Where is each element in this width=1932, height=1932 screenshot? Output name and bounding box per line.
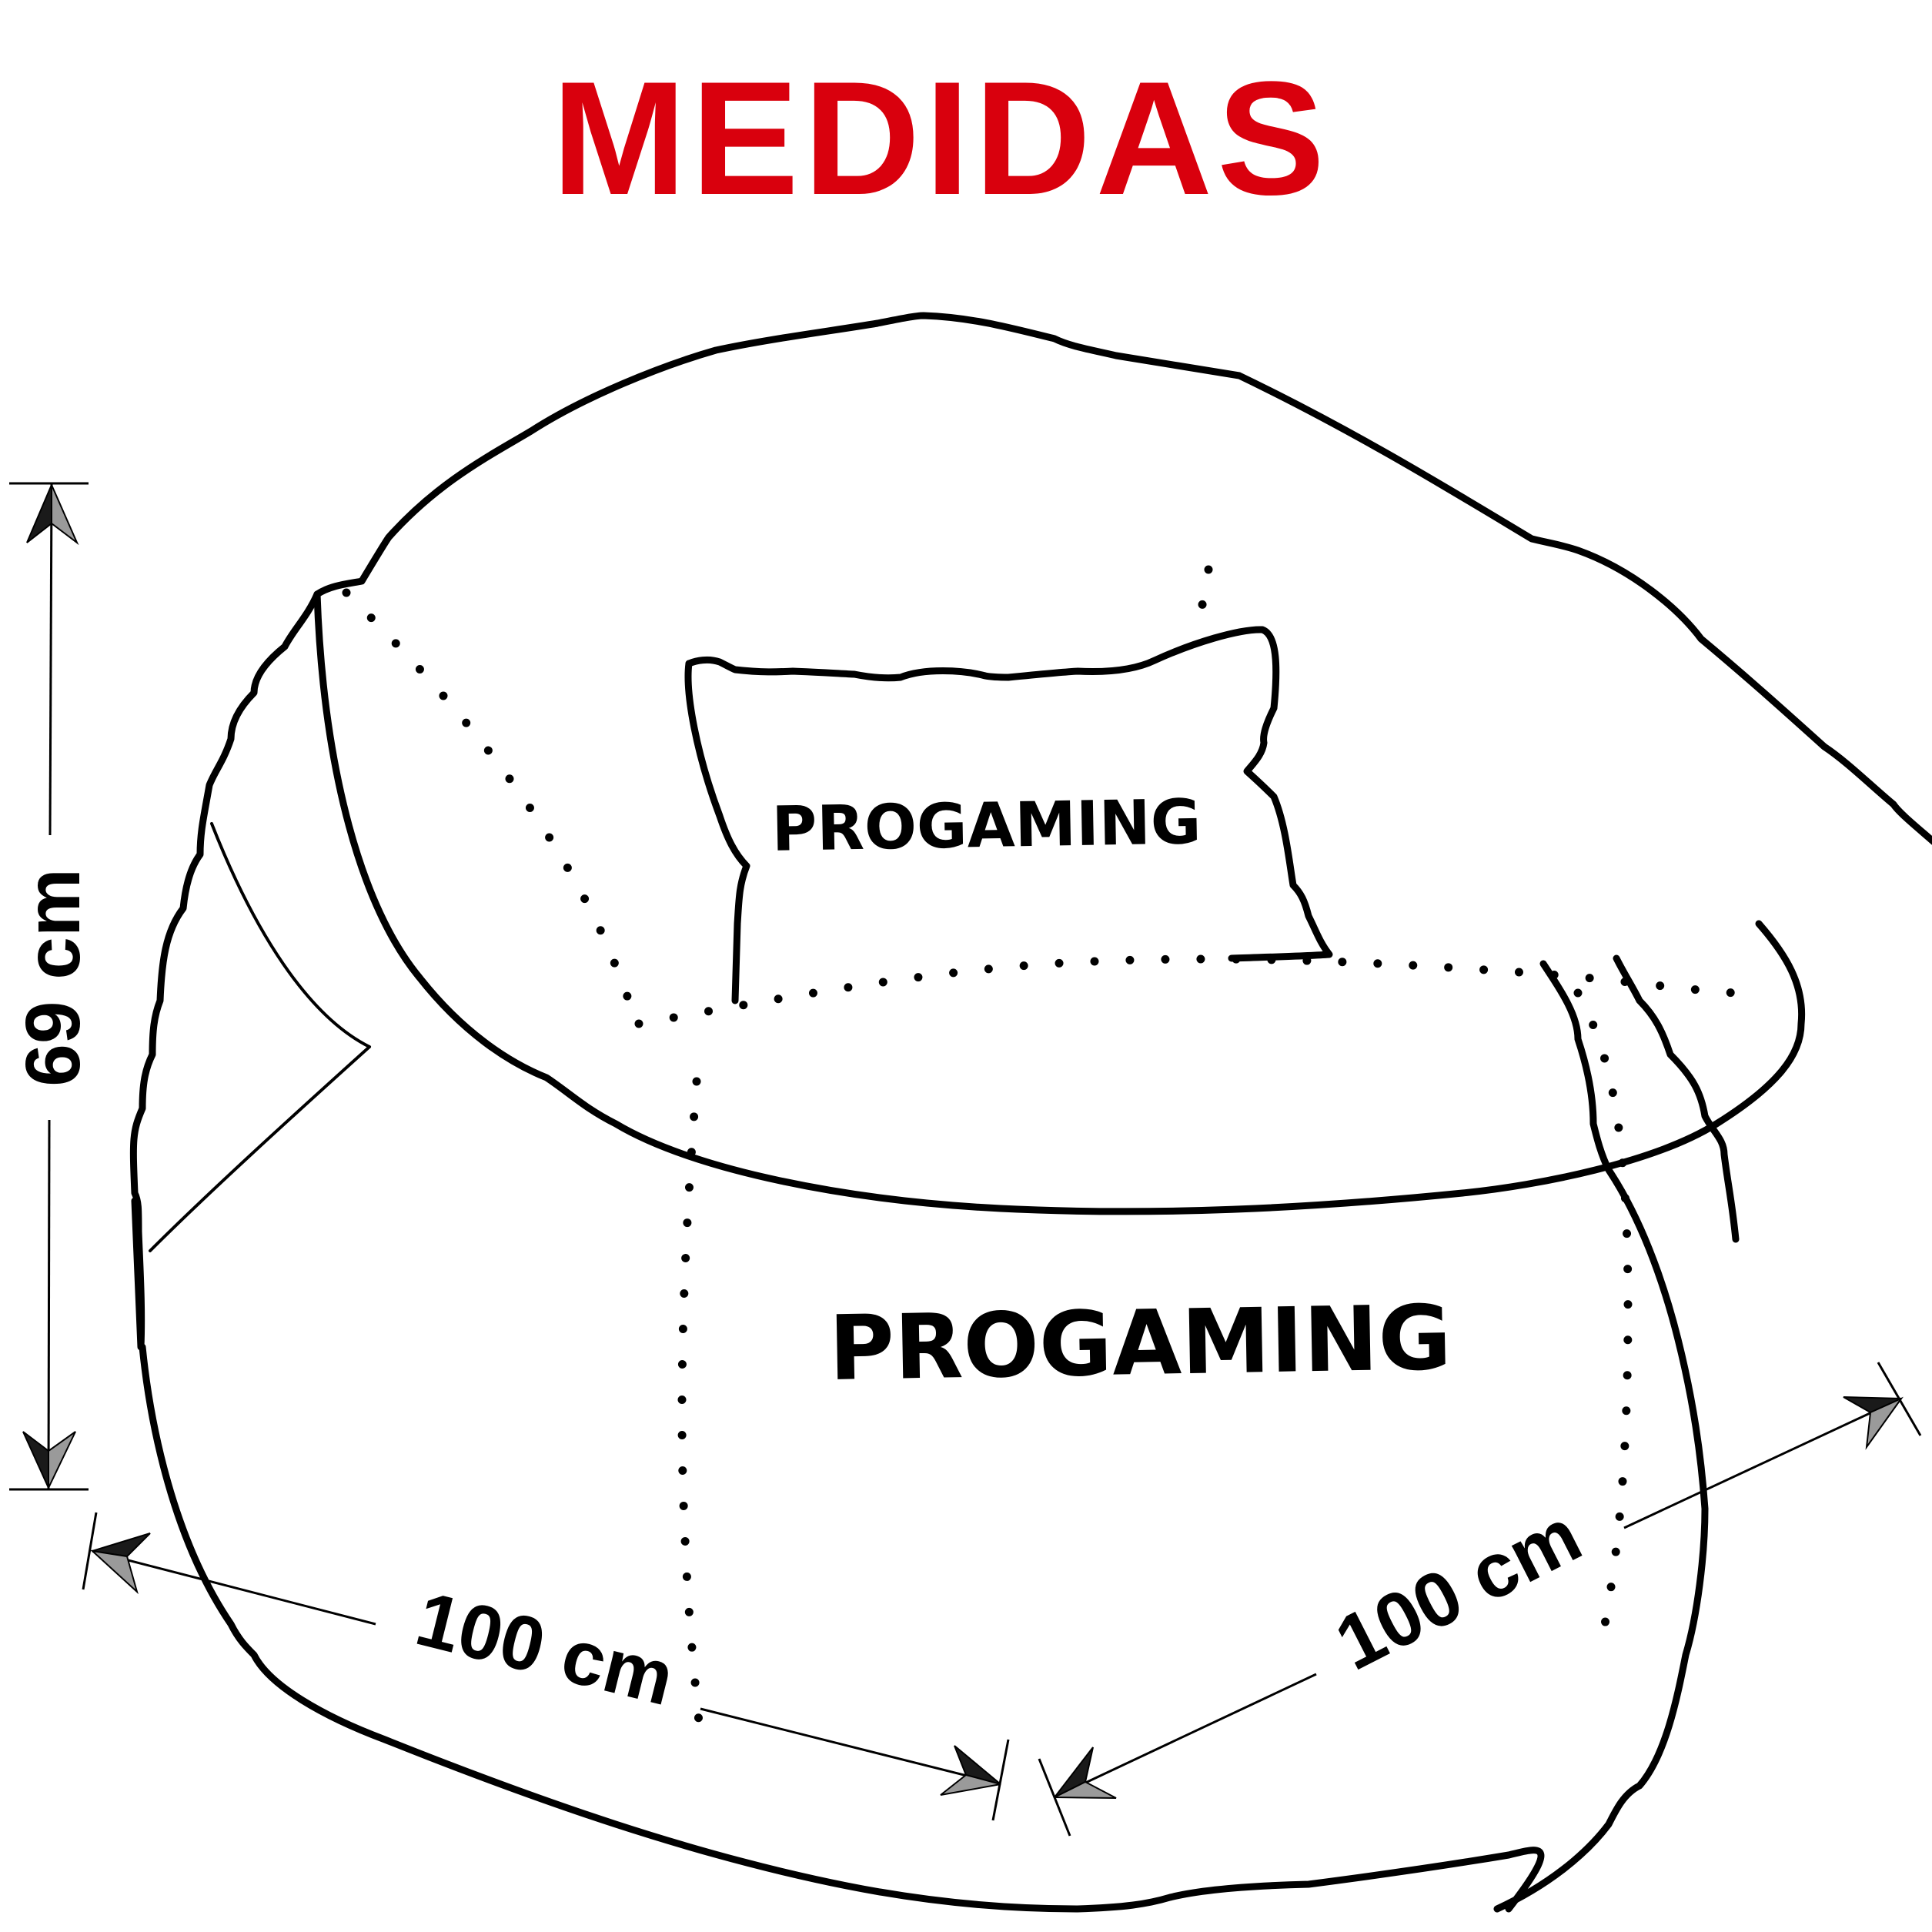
height-arrow-bottom-icon [22, 1431, 49, 1489]
width-dim-line-right [700, 1707, 1001, 1786]
depth-arrow-left-shade-icon [1054, 1780, 1117, 1799]
page-title: MEDIDAS [552, 48, 1329, 229]
seam-front-right [1573, 988, 1633, 1629]
pillow-outline [685, 626, 1333, 962]
seat-rim [313, 590, 1806, 1215]
width-dimension: 100 cm [82, 1512, 1010, 1821]
width-arrow-left-shade-icon [89, 1549, 139, 1595]
height-label: 69 cm [10, 868, 96, 1087]
depth-arrow-right-shade-icon [1865, 1396, 1904, 1450]
seam-front-left [677, 1077, 705, 1744]
seams: PROGAMING [342, 565, 1744, 1744]
pillow-brand: PROGAMING [771, 786, 1202, 865]
side-fold-upper [210, 822, 371, 1048]
height-arrow-top-icon [26, 484, 52, 543]
depth-dim-line-right [1623, 1397, 1902, 1529]
body-brand: PROGAMING [828, 1286, 1452, 1401]
height-dimension: 69 cm [9, 482, 96, 1491]
depth-dimension: 100 cm [1038, 1362, 1922, 1837]
width-label: 100 cm [408, 1576, 682, 1723]
chair-right-side [1493, 960, 1709, 1913]
depth-label: 100 cm [1322, 1492, 1594, 1687]
pillow-left-edge [684, 660, 750, 1004]
height-dim-line-lower [47, 1119, 51, 1490]
height-arrow-top-shade-icon [51, 484, 79, 546]
pillow: PROGAMING [684, 626, 1333, 1004]
bean-bag-chair [129, 312, 1932, 1913]
width-dim-left-tick [82, 1512, 98, 1590]
depth-dim-line-left [1054, 1673, 1317, 1799]
chair-top-outline [313, 312, 1932, 845]
width-arrow-right-shade-icon [940, 1773, 1001, 1796]
height-dim-line-upper [48, 483, 53, 836]
chair-bottom-outline [139, 1343, 1545, 1913]
width-dim-line-left [92, 1549, 376, 1626]
chair-right-outline [1613, 954, 1740, 1243]
seam-back-right [1195, 565, 1213, 636]
seam-back-diagonal [342, 588, 643, 1028]
width-dim-right-tick [991, 1739, 1010, 1821]
chair-back-outline [129, 590, 321, 1351]
side-fold-lower [149, 1045, 371, 1252]
height-arrow-bottom-shade-icon [48, 1431, 76, 1489]
seam-seat-rim [634, 954, 1744, 1028]
